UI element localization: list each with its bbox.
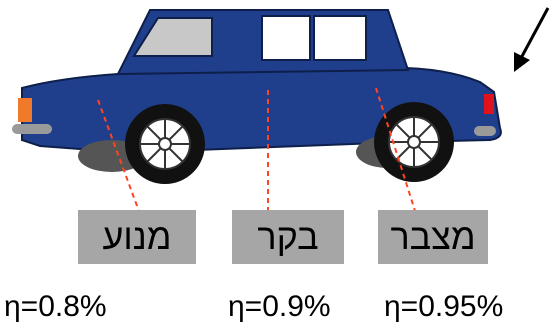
- engine-leader-line: [97, 99, 141, 215]
- rear-wheel: [125, 104, 205, 184]
- pointer-arrow: [514, 7, 550, 72]
- rear-bumper: [12, 124, 52, 134]
- battery-leader-line: [375, 87, 417, 215]
- engine-efficiency: η=0.8%: [4, 290, 107, 323]
- front-bumper: [474, 126, 496, 136]
- rear-window: [132, 17, 213, 57]
- controller-efficiency: η=0.9%: [228, 290, 331, 323]
- side-window: [261, 15, 311, 61]
- engine-label: מנוע: [78, 210, 196, 264]
- tail-light: [484, 94, 494, 114]
- front-wheel: [374, 102, 454, 182]
- battery-efficiency: η=0.95%: [384, 290, 504, 323]
- front-window: [313, 15, 367, 61]
- battery-label: מצבר: [378, 210, 488, 264]
- head-light: [18, 98, 32, 122]
- controller-label: בקר: [232, 210, 344, 264]
